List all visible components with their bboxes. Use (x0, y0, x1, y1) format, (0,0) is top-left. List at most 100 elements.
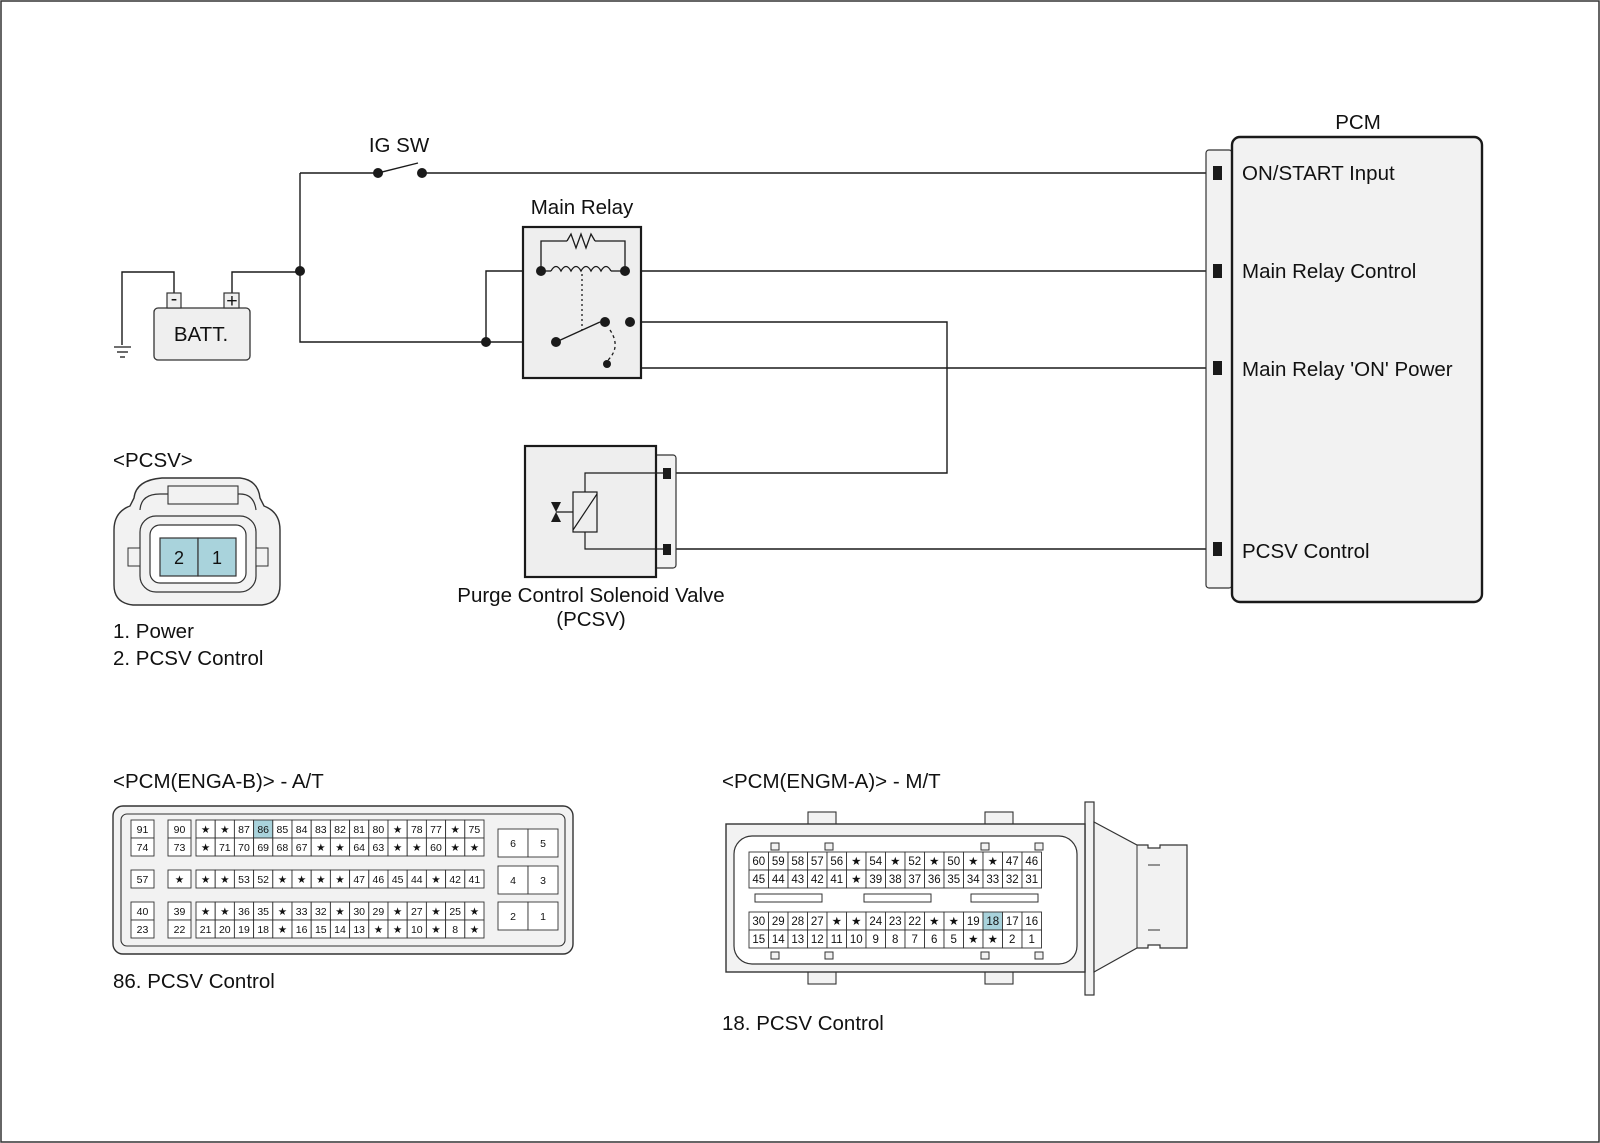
pcm-at-pin (167, 919, 192, 939)
pcsv-connector-title: <PCSV> (113, 449, 193, 472)
pcm-mt-pin-label: 23 (889, 916, 902, 928)
pcm-mt-pin-label: 44 (772, 874, 785, 886)
pcm-at-pin-label: 90 (174, 824, 186, 836)
pcm-at-pin-label: ★ (412, 842, 422, 854)
pcm-mt-pin-label: 22 (908, 916, 921, 928)
pcm-at-pin-label: 30 (353, 906, 365, 918)
pcm-at-pin-label: ★ (297, 874, 307, 886)
pcm-at-pin-label: 42 (449, 874, 461, 886)
pcm-at-right-pin (527, 828, 559, 858)
pcm-at-pin-label: ★ (393, 824, 403, 836)
pcm-at-pin-label: 78 (411, 824, 423, 836)
battery-label: BATT. (174, 323, 228, 346)
pcm-mt-pin-label: 43 (791, 874, 804, 886)
pcm-at-pin-label: 71 (219, 842, 231, 854)
main-relay-label: Main Relay (531, 196, 634, 219)
pcm-at-title: <PCM(ENGA-B)> - A/T (113, 770, 324, 793)
pcm-at-right-pin (527, 901, 559, 931)
pcm-at-pin (130, 919, 155, 939)
pcm-mt-pin-label: 7 (912, 934, 918, 946)
pcsv-legend-2: 2. PCSV Control (113, 647, 263, 670)
pcm-mt-pin-label: 6 (931, 934, 937, 946)
pcm-at-pin-label: 27 (411, 906, 423, 918)
pcm-mt-title: <PCM(ENGM-A)> - M/T (722, 770, 941, 793)
pcm-at-pin-label: 32 (315, 906, 327, 918)
pcm-mt-pin-label: 5 (951, 934, 957, 946)
pcm-mt-pin-label: 31 (1025, 874, 1038, 886)
pcm-at-pin-label: ★ (278, 924, 288, 936)
pcm-at-pin (130, 869, 155, 889)
pcm-mt-pin-label: 18 (986, 916, 999, 928)
pcm-mt-pin-label: 56 (830, 856, 843, 868)
pcsv-pin-1 (197, 537, 237, 577)
pcm-at-pin-label: 14 (334, 924, 346, 936)
pcm-at-pin-label: 70 (238, 842, 250, 854)
pcm-at-pin-label: 45 (392, 874, 404, 886)
pcm-at-pin-label: 91 (137, 824, 149, 836)
pcm-mt-pin-label: 8 (892, 934, 898, 946)
pcm-mt-pin-label: 47 (1006, 856, 1019, 868)
pcm-mt-pin-label: 42 (811, 874, 824, 886)
pcm-at-pin-label: 69 (257, 842, 269, 854)
pcm-at-pin-label: 53 (238, 874, 250, 886)
pcm-at-right-pin (497, 828, 529, 858)
pcm-mt-pin-label: ★ (832, 916, 842, 928)
pcm-at-pin-label: ★ (316, 842, 326, 854)
pcsv-solenoid-valve: Purge Control Solenoid Valve (PCSV) (457, 444, 725, 631)
pcm-mt-pin-label: 50 (947, 856, 960, 868)
pcm-mt-pin-label: 15 (752, 934, 765, 946)
pcm-at-pin-label: ★ (393, 924, 403, 936)
pcm-at-pin-label: ★ (220, 874, 230, 886)
pcm-at-pin-label: ★ (201, 842, 211, 854)
pcm-at-pin (464, 919, 485, 939)
pcm-mt-pin-label: 54 (869, 856, 882, 868)
pcm-at-pin (464, 869, 485, 889)
pcm-at-pin-label: 18 (257, 924, 269, 936)
pcm-at-right-pin-label: 6 (510, 838, 516, 850)
pcm-mt-pin-label: 12 (811, 934, 824, 946)
pcm-at-pin-label: 60 (430, 842, 442, 854)
pcm-mt-pin-label: 39 (869, 874, 882, 886)
pcm-at-pin-label: ★ (374, 924, 384, 936)
pcm-terminal-main-relay-control: Main Relay Control (1242, 260, 1416, 283)
junction-dots (295, 266, 491, 347)
pcm-at-pin-label: ★ (201, 906, 211, 918)
pcm-mt-pin-label: 1 (1029, 934, 1035, 946)
pcm-at-pin-label: 46 (373, 874, 385, 886)
ground-icon (114, 346, 131, 358)
pcm-mt-pin-label: 27 (811, 916, 824, 928)
pcm-at-pin-label: 86 (257, 824, 269, 836)
pcm-mt-pin-label: 35 (947, 874, 960, 886)
pcm-at-pin-label: 21 (200, 924, 212, 936)
ig-sw-label: IG SW (369, 134, 430, 157)
pcm-mt-pin-label: 36 (928, 874, 941, 886)
pcm-terminal-main-relay-on-power: Main Relay 'ON' Power (1242, 358, 1453, 381)
pcm-at-pin-label: 41 (469, 874, 481, 886)
main-relay: Main Relay (521, 196, 643, 380)
pcm-at-pin-label: ★ (201, 874, 211, 886)
pcm-mt-pin-label: 58 (791, 856, 804, 868)
pcm-at-pin-label: ★ (470, 924, 480, 936)
pcm-at-right-pin-label: 5 (540, 838, 546, 850)
pcm-mt-pin-label: 10 (850, 934, 863, 946)
pcm-at-pin-label: 74 (137, 842, 149, 854)
pcm-mt-legend: 18. PCSV Control (722, 1012, 884, 1035)
pcm-at-pin (130, 837, 155, 857)
pcsv-pin-1-label: 1 (212, 548, 222, 568)
pcm-at-right-pin-label: 3 (540, 875, 546, 887)
pcm-at-pin-label: 35 (257, 906, 269, 918)
pcm-label: PCM (1335, 111, 1381, 134)
pcm-at-pin-label: 33 (296, 906, 308, 918)
pcsv-connector: <PCSV> 2 1 1. Power 2. PCSV Control (113, 449, 281, 670)
pcsv-pin-2-label: 2 (174, 548, 184, 568)
pcm-at-pin-label: ★ (335, 874, 345, 886)
pcm-at-pin-label: 81 (353, 824, 365, 836)
pcm-mt-pin-label: 19 (967, 916, 980, 928)
pcm-mt-pin-label: ★ (851, 856, 861, 868)
pcm-at-pin-label: 52 (257, 874, 269, 886)
pcm-at-pin-label: 23 (137, 924, 149, 936)
pcsv-name-line2: (PCSV) (556, 608, 625, 631)
pcm-at-pin-label: ★ (278, 874, 288, 886)
